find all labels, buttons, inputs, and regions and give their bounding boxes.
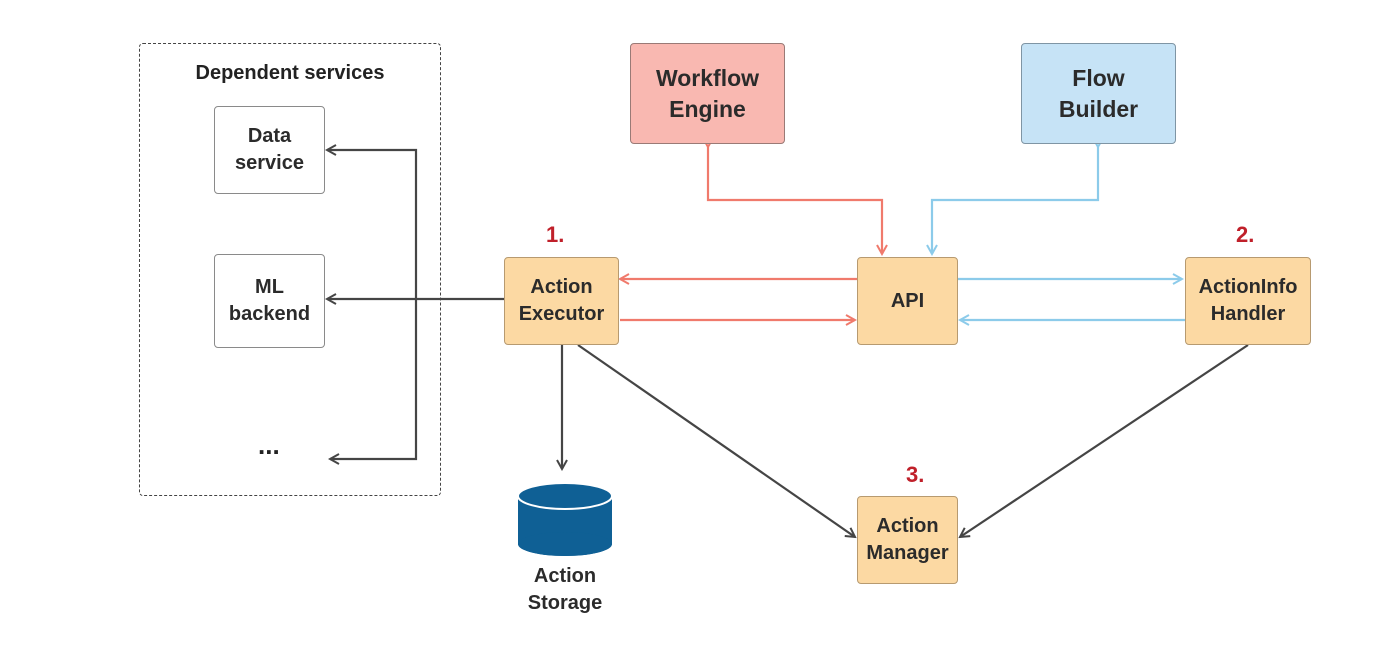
action-manager-label: Action Manager bbox=[866, 515, 949, 564]
api-label: API bbox=[890, 289, 925, 312]
api-node: API bbox=[857, 257, 958, 345]
action-executor-label: Action Executor bbox=[518, 276, 605, 325]
more-services-ellipsis: ... bbox=[258, 430, 280, 460]
flow-builder-label: Flow Builder bbox=[1058, 64, 1139, 122]
data-service-node: Data service bbox=[214, 106, 325, 194]
step-3-label: 3. bbox=[906, 462, 925, 487]
edge-flow-builder-api bbox=[932, 147, 1098, 254]
dependent-services-group: Dependent services bbox=[139, 43, 441, 496]
workflow-engine-label: Workflow Engine bbox=[655, 64, 760, 122]
edge-trunk-data-service bbox=[327, 150, 418, 299]
actioninfo-handler-label: ActionInfo Handler bbox=[1198, 276, 1298, 325]
ml-backend-label: ML backend bbox=[228, 276, 311, 325]
step-1-label: 1. bbox=[546, 222, 565, 247]
actioninfo-handler-node: ActionInfo Handler bbox=[1185, 257, 1311, 345]
action-manager-node: Action Manager bbox=[857, 496, 958, 584]
edge-handler-to-manager bbox=[960, 344, 1249, 537]
ml-backend-node: ML backend bbox=[214, 254, 325, 348]
step-2-label: 2. bbox=[1236, 222, 1255, 247]
flow-builder-node: Flow Builder bbox=[1021, 43, 1176, 144]
workflow-engine-node: Workflow Engine bbox=[630, 43, 785, 144]
group-title: Dependent services bbox=[195, 62, 385, 84]
edge-workflow-engine-api bbox=[708, 147, 882, 254]
action-storage-label: Action Storage bbox=[527, 565, 603, 614]
data-service-label: Data service bbox=[235, 125, 304, 174]
database-icon bbox=[517, 482, 613, 556]
action-executor-node: Action Executor bbox=[504, 257, 619, 345]
edge-executor-to-manager bbox=[577, 344, 855, 537]
edge-trunk-ellipsis bbox=[330, 299, 418, 459]
